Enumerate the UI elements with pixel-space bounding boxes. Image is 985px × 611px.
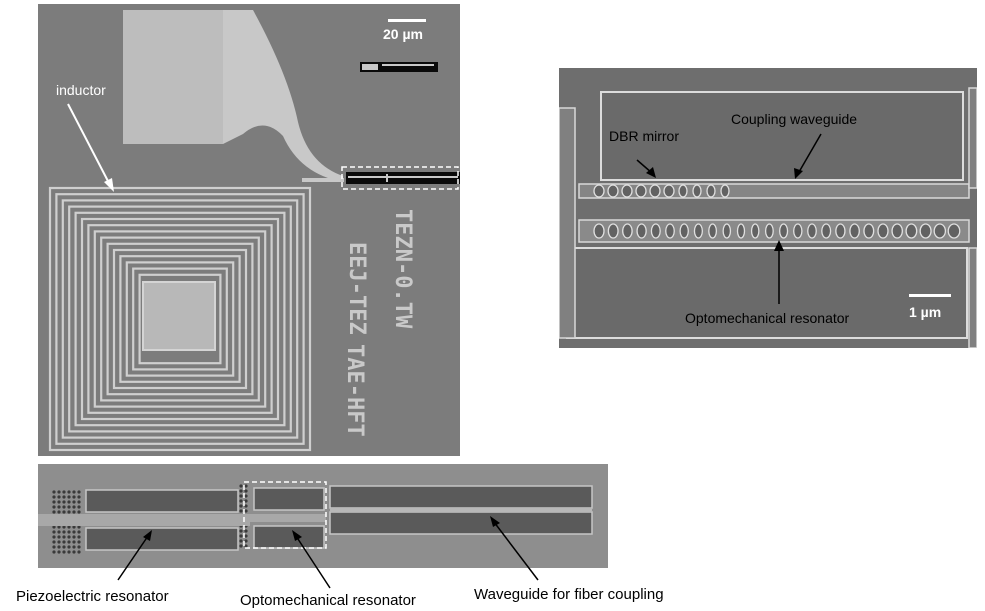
sem-image-inductor: TEZN-0.TW EEJ-TEZ TAE-HFT 20 µm inductor <box>38 4 460 456</box>
optomechanical-resonator-label-c: Optomechanical resonator <box>240 592 416 609</box>
scale-bar-line <box>388 19 426 22</box>
dashed-highlight-box <box>341 166 459 190</box>
optomechanical-resonator-label-b: Optomechanical resonator <box>685 310 850 326</box>
piezo-beam <box>38 514 250 526</box>
chip-text-2: EEJ-TEZ <box>344 242 369 335</box>
inductor-spiral <box>48 186 312 452</box>
waveguide-fiber-coupling-label: Waveguide for fiber coupling <box>474 586 664 603</box>
chip-text-3: TAE-HFT <box>342 344 367 437</box>
taper <box>223 10 343 182</box>
sem-image-device-overview <box>38 464 608 568</box>
coupling-waveguide-label: Coupling waveguide <box>731 111 858 127</box>
inductor-label: inductor <box>56 82 106 98</box>
contact-pad <box>123 10 223 144</box>
scale-bar-line-1um <box>909 294 951 297</box>
dbr-mirror-label: DBR mirror <box>609 128 679 144</box>
dbr-mirror-holes <box>593 184 730 198</box>
sem-image-resonator: DBR mirror Coupling waveguide Optomechan… <box>559 68 977 348</box>
waveguide-segment-top <box>360 62 438 72</box>
scale-bar-label-1um: 1 µm <box>909 304 942 320</box>
dashed-highlight-box-c <box>243 481 327 549</box>
inductor-center-pad <box>142 281 216 351</box>
resonator-holes <box>593 223 961 239</box>
piezoelectric-resonator-label: Piezoelectric resonator <box>16 588 169 605</box>
inductor-arrow <box>67 103 111 186</box>
coupling-waveguide <box>578 183 970 199</box>
chip-text-1: TEZN-0.TW <box>390 209 415 329</box>
scale-bar-label-20um: 20 µm <box>383 26 423 42</box>
